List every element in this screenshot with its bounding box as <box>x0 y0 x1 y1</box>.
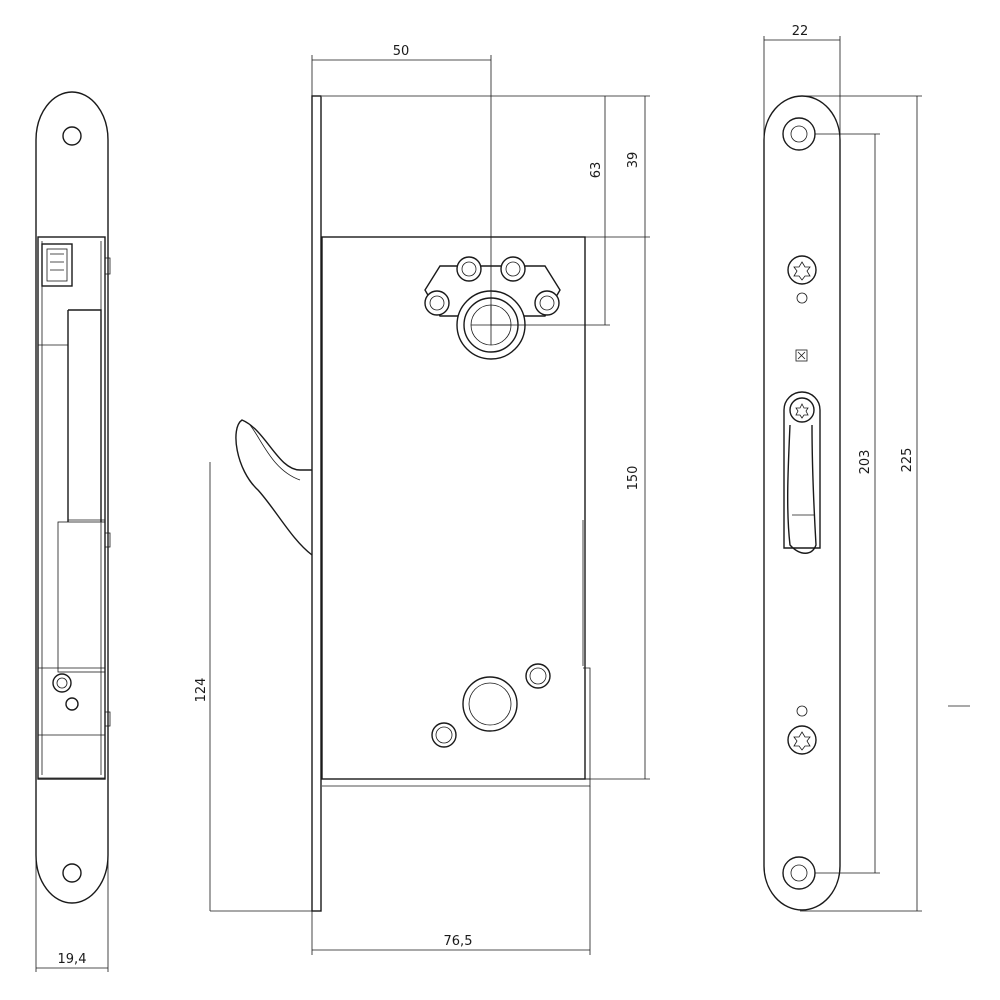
label-backset: 50 <box>393 44 410 59</box>
faceplate-bottom-hole <box>782 856 816 890</box>
hook-bolt <box>235 419 313 556</box>
faceplate-lower-screw <box>787 725 817 755</box>
faceplate-view <box>763 95 841 911</box>
follower-hole <box>462 676 518 732</box>
side-body-outline <box>37 236 106 780</box>
faceplate-square-marker <box>795 349 808 362</box>
faceplate-top-hole <box>782 117 816 151</box>
label-hole-spacing: 203 <box>858 450 873 475</box>
label-body-height: 150 <box>626 466 641 491</box>
side-top-screw-hole <box>62 126 82 146</box>
label-side-faceplate-width: 19,4 <box>58 952 87 967</box>
faceplate-upper-screw <box>787 255 817 285</box>
side-torx-screw <box>52 673 72 693</box>
front-view <box>235 95 591 912</box>
label-faceplate-height: 225 <box>900 448 915 473</box>
cylinder-mount-plate <box>424 265 561 317</box>
label-top-to-body: 39 <box>626 152 641 169</box>
side-bottom-screw-hole <box>62 863 82 883</box>
side-connector <box>41 243 73 287</box>
label-top-to-center: 63 <box>589 162 604 179</box>
front-plate <box>311 95 322 912</box>
side-small-hole <box>65 697 79 711</box>
side-faceplate <box>35 91 109 904</box>
label-faceplate-width-top: 22 <box>792 24 809 39</box>
side-view <box>35 91 111 904</box>
dimension-labels: 50 22 63 39 150 203 225 124 76,5 19,4 <box>58 24 915 967</box>
label-hook-height: 124 <box>194 678 209 703</box>
latch-slot <box>783 391 821 549</box>
label-body-width: 76,5 <box>444 934 473 949</box>
dimension-lines <box>35 36 970 972</box>
faceplate <box>763 95 841 911</box>
lock-case <box>321 236 586 780</box>
